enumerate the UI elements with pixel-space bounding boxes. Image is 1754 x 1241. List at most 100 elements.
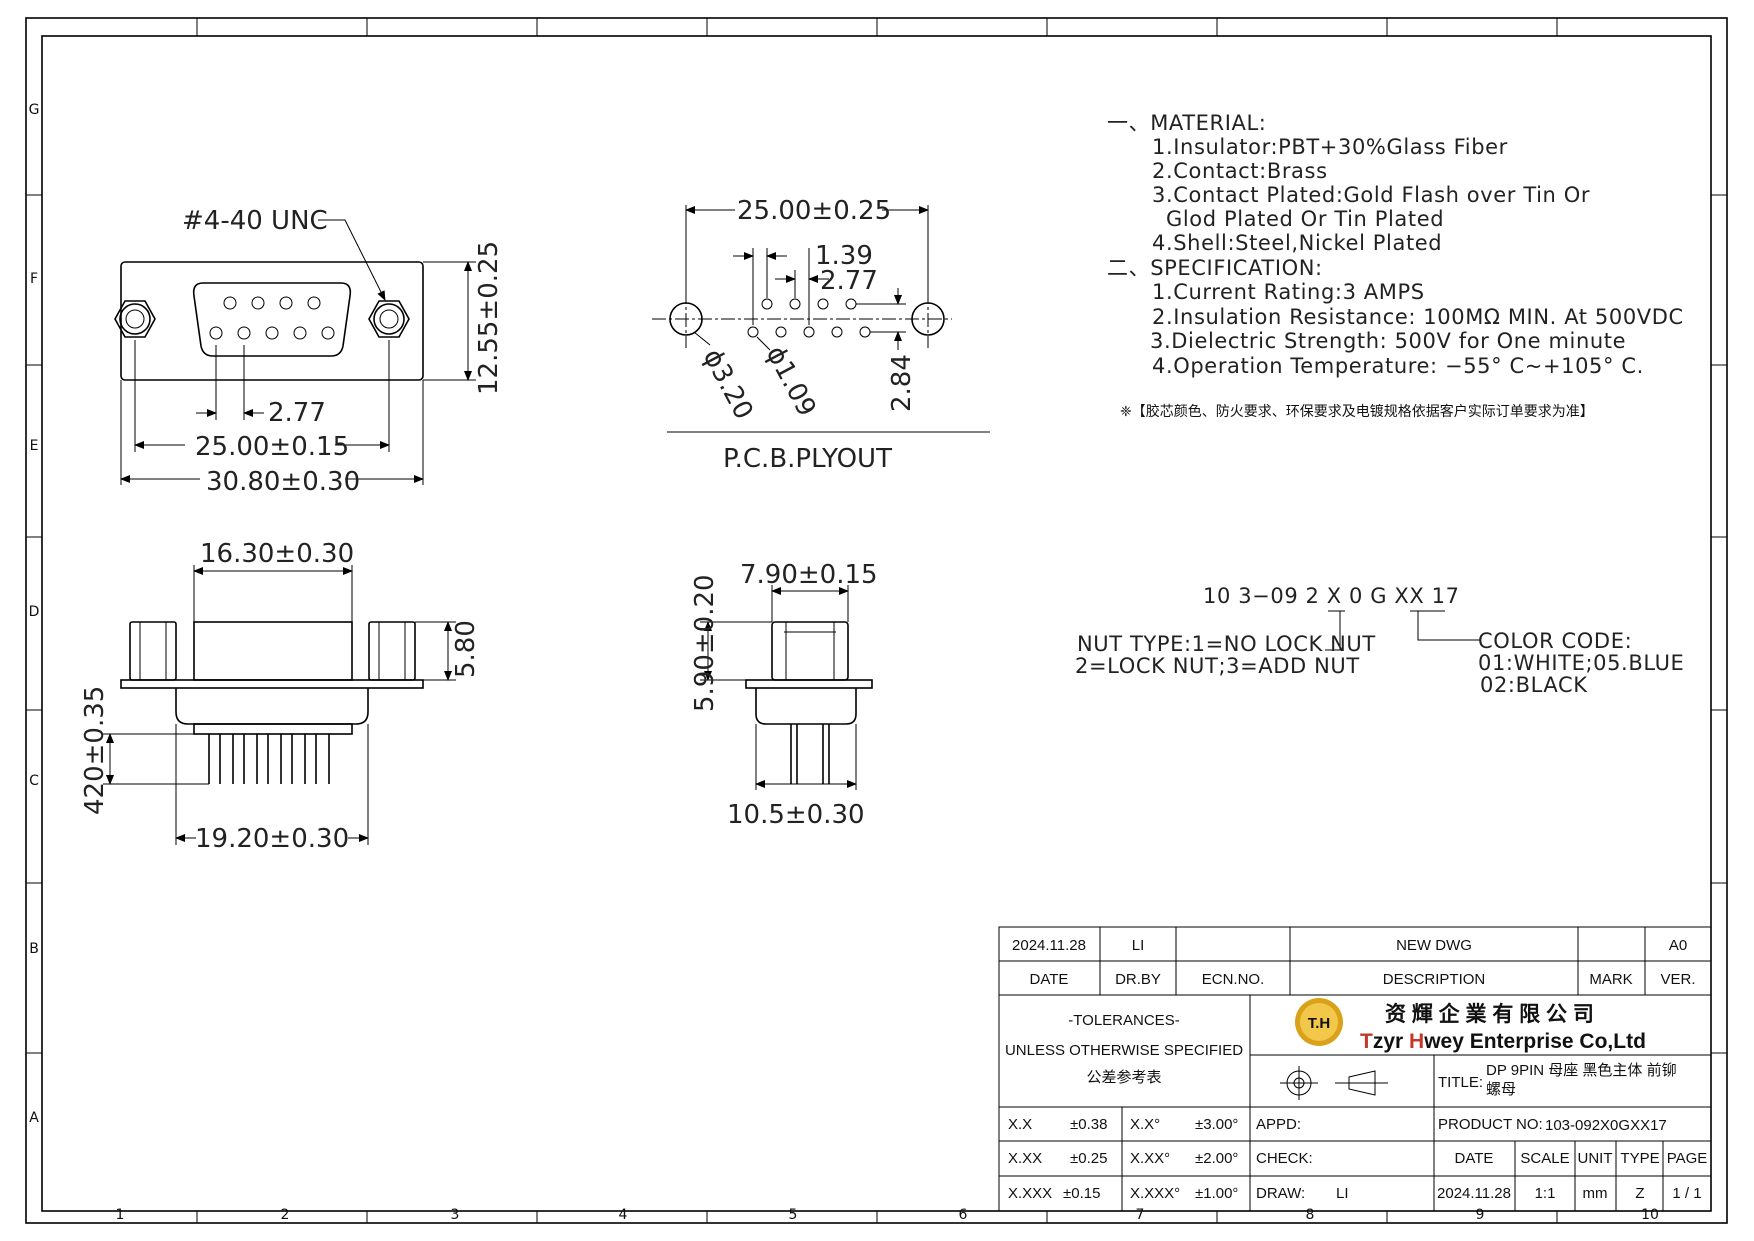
header2-type: TYPE	[1620, 1150, 1659, 1167]
color-code-line1: COLOR CODE:	[1478, 629, 1632, 653]
zone-col-10: 10	[1641, 1207, 1659, 1223]
draw-value: LI	[1336, 1185, 1349, 1202]
projection-symbol	[1280, 1066, 1388, 1100]
part-code: 10 3−09 2 X 0 G XX 17	[1203, 584, 1460, 608]
tol-row2-c: X.XX°	[1130, 1150, 1170, 1167]
header-description: DESCRIPTION	[1383, 971, 1486, 988]
title-block: 2024.11.28 LI NEW DWG A0 DATE DR.BY ECN.…	[998, 926, 1712, 1212]
pcb-pin-offset: 1.39	[815, 241, 873, 271]
pcb-caption: P.C.B.PLYOUT	[723, 444, 892, 474]
header2-unit: UNIT	[1578, 1150, 1613, 1167]
spec-item-1: 1.Current Rating:3 AMPS	[1152, 280, 1425, 304]
side-body-width: 19.20±0.30	[195, 824, 349, 854]
header-ecn: ECN.NO.	[1202, 971, 1265, 988]
side-shell-width: 16.30±0.30	[200, 539, 354, 569]
side-view: 16.30±0.30 5.80 420±0.35 19.20±0.30	[80, 539, 481, 854]
pcb-row-pitch: 2.84	[887, 354, 917, 412]
tolerances-title: -TOLERANCES-	[1068, 1012, 1179, 1029]
notes: 一、MATERIAL: 1.Insulator:PBT+30%Glass Fib…	[1107, 111, 1684, 419]
side-pin-length: 420±0.35	[80, 686, 110, 815]
front-mount-pitch: 25.00±0.15	[195, 432, 349, 462]
material-item-2: 2.Contact:Brass	[1152, 159, 1328, 183]
spec-item-4: 4.Operation Temperature: −55° C~+105° C.	[1152, 354, 1644, 378]
pcb-pin-pitch: 2.77	[820, 266, 878, 296]
zone-row-d: D	[29, 604, 40, 620]
front-view: #4-40 UNC 2.77 25.00±0.15 30.80±0.30 12.…	[114, 206, 504, 497]
zone-row-e: E	[30, 438, 39, 454]
zone-col-1: 1	[116, 1207, 125, 1223]
header2-page: PAGE	[1667, 1150, 1708, 1167]
zone-col-5: 5	[789, 1207, 798, 1223]
pcb-pin-hole: ϕ1.09	[760, 341, 822, 421]
value-unit: mm	[1583, 1185, 1608, 1202]
end-top-width: 7.90±0.15	[740, 560, 878, 590]
company-name-chinese: 资 輝 企 業 有 限 公 司	[1385, 1002, 1594, 1026]
rev-by: LI	[1132, 937, 1145, 954]
pcb-layout: 25.00±0.25 1.39 2.77 ϕ3.20 ϕ1.09 2.84 P.…	[652, 196, 990, 474]
header-version: VER.	[1660, 971, 1695, 988]
tol-row1-c: X.X°	[1130, 1116, 1160, 1133]
title-label: TITLE:	[1438, 1074, 1483, 1091]
zone-row-a: A	[29, 1110, 39, 1126]
rev-date: 2024.11.28	[1012, 937, 1086, 954]
rev-description: NEW DWG	[1396, 937, 1472, 954]
header-date: DATE	[1030, 971, 1069, 988]
tol-row3-c: X.XXX°	[1130, 1185, 1180, 1202]
zone-row-b: B	[29, 941, 39, 957]
tol-row2-b: ±0.25	[1070, 1150, 1107, 1167]
title-line-1: DP 9PIN 母座 黑色主体 前铆	[1486, 1062, 1677, 1079]
end-view: 7.90±0.15 5.90±0.20 10.5±0.30	[690, 560, 878, 830]
tol-row2-a: X.XX	[1008, 1150, 1042, 1167]
company-name-english: Tzyr Hwey Enterprise Co,Ltd	[1360, 1030, 1646, 1053]
pcb-mount-hole: ϕ3.20	[697, 344, 759, 424]
zone-col-2: 2	[281, 1207, 290, 1223]
appd-label: APPD:	[1256, 1116, 1301, 1133]
tol-row1-d: ±3.00°	[1195, 1116, 1238, 1133]
spec-heading: 二、SPECIFICATION:	[1107, 256, 1323, 280]
tol-row3-d: ±1.00°	[1195, 1185, 1238, 1202]
value-type: Z	[1635, 1185, 1644, 1202]
draw-label: DRAW:	[1256, 1185, 1305, 1202]
tolerances-chinese: 公差参考表	[1086, 1069, 1161, 1086]
nut-type-line2: 2=LOCK NUT;3=ADD NUT	[1075, 654, 1360, 678]
header-mark: MARK	[1589, 971, 1632, 988]
header2-scale: SCALE	[1520, 1150, 1569, 1167]
product-label: PRODUCT NO:	[1438, 1116, 1543, 1133]
material-item-1: 1.Insulator:PBT+30%Glass Fiber	[1152, 135, 1508, 159]
tol-row3-a: X.XXX	[1008, 1185, 1052, 1202]
material-heading: 一、MATERIAL:	[1107, 111, 1266, 135]
product-value: 103-092X0GXX17	[1545, 1117, 1667, 1134]
value-date: 2024.11.28	[1437, 1185, 1511, 1202]
zone-col-7: 7	[1136, 1207, 1145, 1223]
part-numbering: 10 3−09 2 X 0 G XX 17 NUT TYPE:1=NO LOCK…	[1075, 584, 1684, 697]
material-item-3b: Glod Plated Or Tin Plated	[1166, 207, 1444, 231]
logo-text: T.H	[1308, 1015, 1331, 1032]
tol-row3-b: ±0.15	[1063, 1185, 1100, 1202]
thread-callout: #4-40 UNC	[182, 206, 328, 236]
nut-type-line1: NUT TYPE:1=NO LOCK NUT	[1077, 632, 1376, 656]
title-line-2: 螺母	[1486, 1081, 1516, 1098]
header2-date: DATE	[1455, 1150, 1494, 1167]
end-flange-width: 10.5±0.30	[727, 800, 865, 830]
spec-item-3: 3.Dielectric Strength: 500V for One minu…	[1150, 329, 1626, 353]
spec-item-2: 2.Insulation Resistance: 100MΩ MIN. At 5…	[1152, 305, 1684, 329]
zone-row-f: F	[30, 271, 38, 287]
chinese-note: ❈【胶芯颜色、防火要求、环保要求及电镀规格依据客户实际订单要求为准】	[1120, 403, 1594, 419]
end-height: 5.90±0.20	[690, 574, 720, 712]
zone-col-3: 3	[451, 1207, 460, 1223]
pcb-mount-pitch: 25.00±0.25	[737, 196, 891, 226]
front-overall-height: 12.55±0.25	[474, 241, 504, 395]
tol-row1-b: ±0.38	[1070, 1116, 1107, 1133]
front-pin-pitch: 2.77	[268, 398, 326, 428]
tol-row1-a: X.X	[1008, 1116, 1032, 1133]
check-label: CHECK:	[1256, 1150, 1313, 1167]
zone-col-9: 9	[1476, 1207, 1485, 1223]
zone-col-6: 6	[959, 1207, 968, 1223]
side-nut-height: 5.80	[451, 620, 481, 678]
zone-row-g: G	[29, 102, 40, 118]
drawing-frame: 1 2 3 4 5 6 7 8 9 10 G F E D C B A	[25, 17, 1728, 1224]
tol-row2-d: ±2.00°	[1195, 1150, 1238, 1167]
zone-row-c: C	[29, 773, 39, 789]
value-page: 1 / 1	[1672, 1185, 1701, 1202]
